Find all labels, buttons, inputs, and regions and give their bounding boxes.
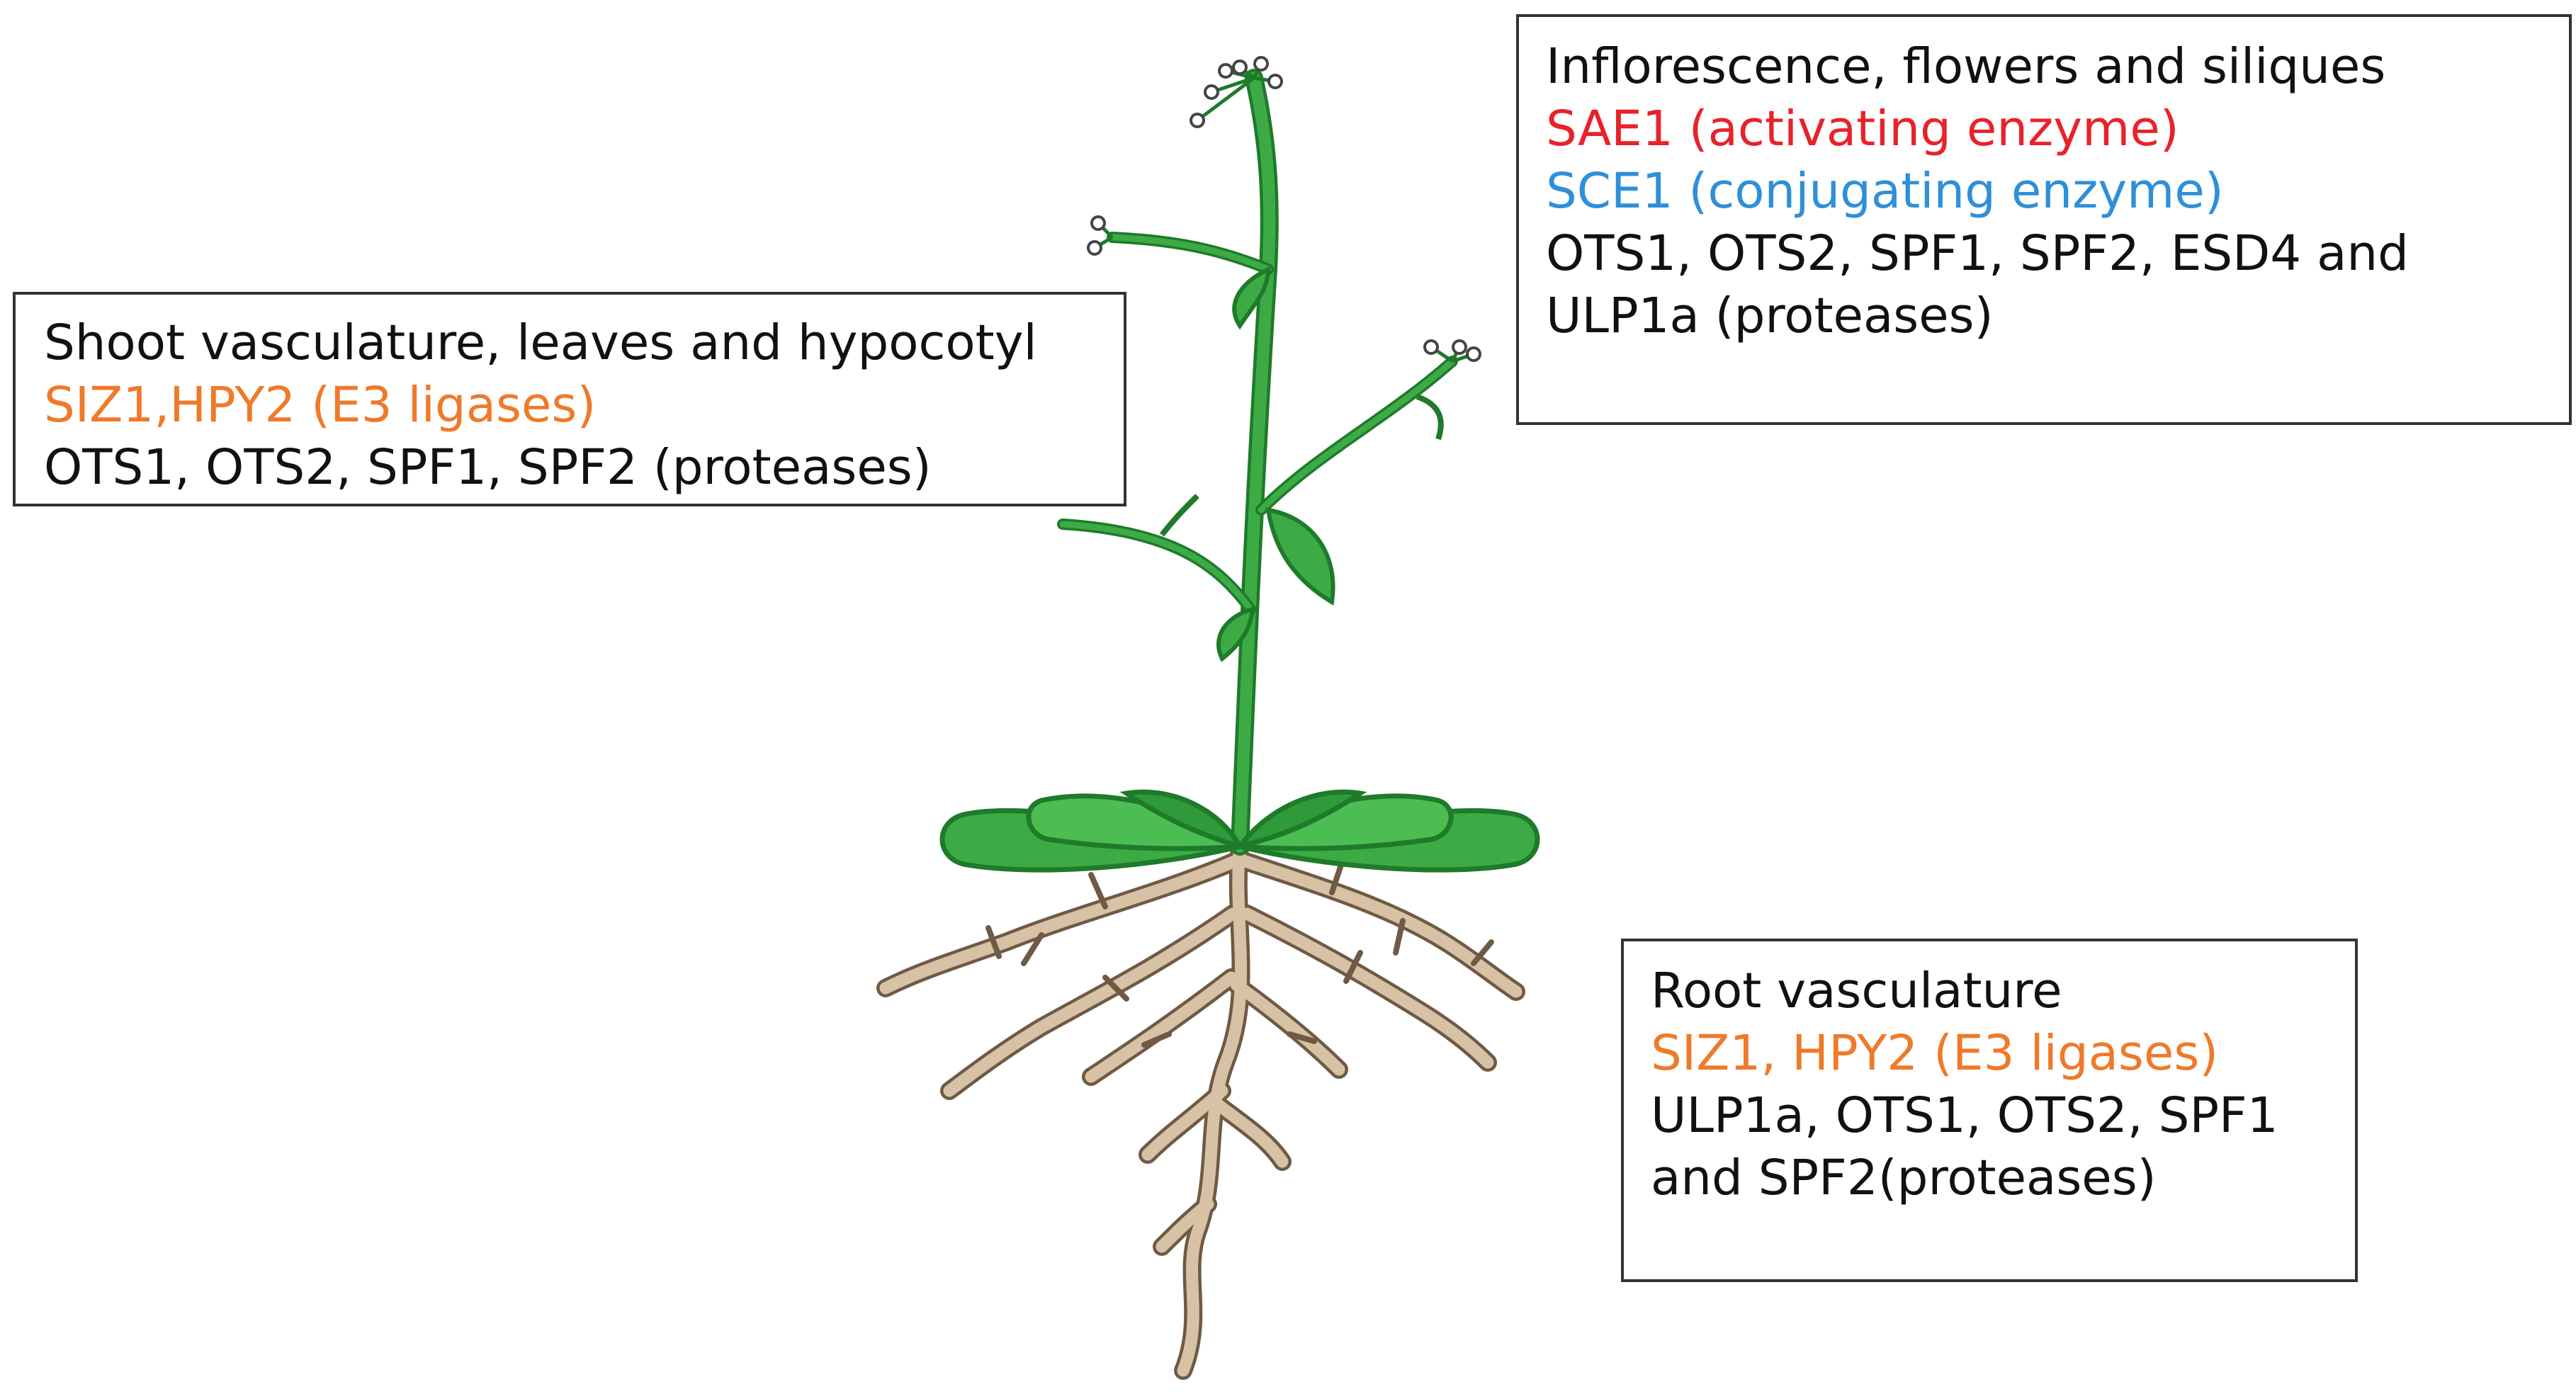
shoot-annotation-box: Shoot vasculature, leaves and hypocotyl … xyxy=(13,292,1126,506)
inflorescence-annotation-box: Inflorescence, flowers and siliques SAE1… xyxy=(1516,14,2572,425)
inflorescence-proteases-line1: OTS1, OTS2, SPF1, SPF2, ESD4 and xyxy=(1546,225,2409,282)
root-e3-ligases: SIZ1, HPY2 (E3 ligases) xyxy=(1651,1025,2219,1082)
shoot-title: Shoot vasculature, leaves and hypocotyl xyxy=(44,314,1037,371)
root-title: Root vasculature xyxy=(1651,963,2062,1019)
side-branches xyxy=(1057,232,1458,615)
rosette-leaves xyxy=(939,789,1540,873)
shoot-e3-ligases: SIZ1,HPY2 (E3 ligases) xyxy=(44,377,597,434)
root-system xyxy=(876,837,1525,1380)
root-annotation-box: Root vasculature SIZ1, HPY2 (E3 ligases)… xyxy=(1621,939,2358,1282)
root-proteases-line2: and SPF2(proteases) xyxy=(1651,1150,2157,1206)
inflorescence-proteases-line2: ULP1a (proteases) xyxy=(1546,288,1994,344)
shoot-proteases: OTS1, OTS2, SPF1, SPF2 (proteases) xyxy=(44,439,932,496)
inflorescence-activating-enzyme: SAE1 (activating enzyme) xyxy=(1546,101,2179,157)
main-stem xyxy=(1231,69,1279,856)
root-proteases-line1: ULP1a, OTS1, OTS2, SPF1 xyxy=(1651,1087,2278,1144)
flower-buds xyxy=(1087,56,1481,362)
cauline-leaves xyxy=(1159,266,1444,662)
inflorescence-title: Inflorescence, flowers and siliques xyxy=(1546,38,2386,95)
flower-clusters xyxy=(1093,62,1474,363)
inflorescence-conjugating-enzyme: SCE1 (conjugating enzyme) xyxy=(1546,163,2224,220)
